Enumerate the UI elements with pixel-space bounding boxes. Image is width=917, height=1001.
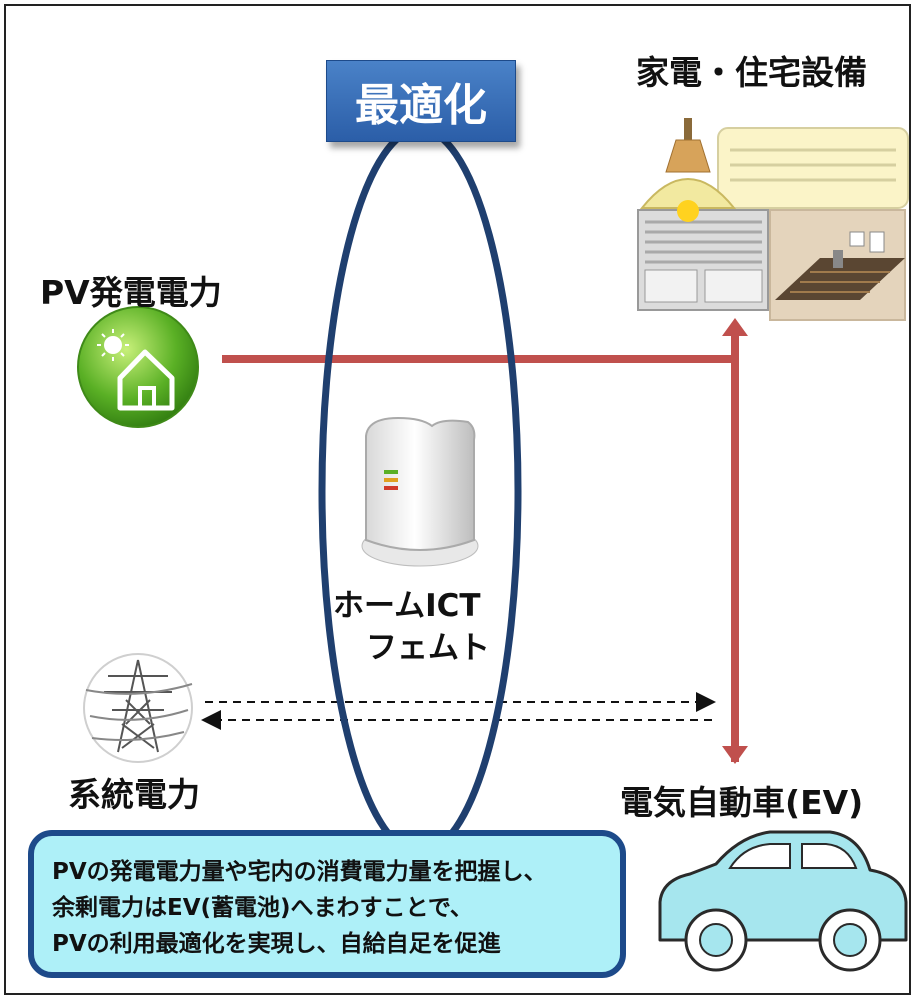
power-tower-icon — [83, 653, 193, 763]
grid-label: 系統電力 — [68, 775, 200, 814]
arrow-up-head — [722, 318, 748, 336]
pv-house-icon — [77, 306, 199, 428]
summary-line-3: PVの利用最適化を実現し、自給自足を促進 — [52, 931, 501, 957]
appliances-label: 家電・住宅設備 — [636, 53, 867, 92]
grid-exchange-lines — [201, 692, 716, 730]
summary-box: PVの発電電力量や宅内の消費電力量を把握し、 余剰電力はEV(蓄電池)へまわすこ… — [28, 830, 626, 978]
power-flow-lines — [222, 318, 748, 764]
gateway-label-line2: フェムト — [366, 630, 490, 666]
pv-label: PV発電電力 — [40, 273, 222, 312]
ev-label: 電気自動車(EV) — [620, 783, 864, 822]
appliances-icon — [637, 118, 909, 321]
optimization-title-badge: 最適化 — [326, 60, 516, 142]
gateway-label-line1: ホームICT — [333, 588, 481, 624]
summary-line-2: 余剰電力はEV(蓄電池)へまわすことで、 — [52, 895, 473, 921]
car-icon — [658, 830, 908, 972]
summary-line-1: PVの発電電力量や宅内の消費電力量を把握し、 — [52, 859, 547, 885]
arrow-down-head — [722, 746, 748, 764]
gateway-device-icon — [361, 416, 479, 567]
